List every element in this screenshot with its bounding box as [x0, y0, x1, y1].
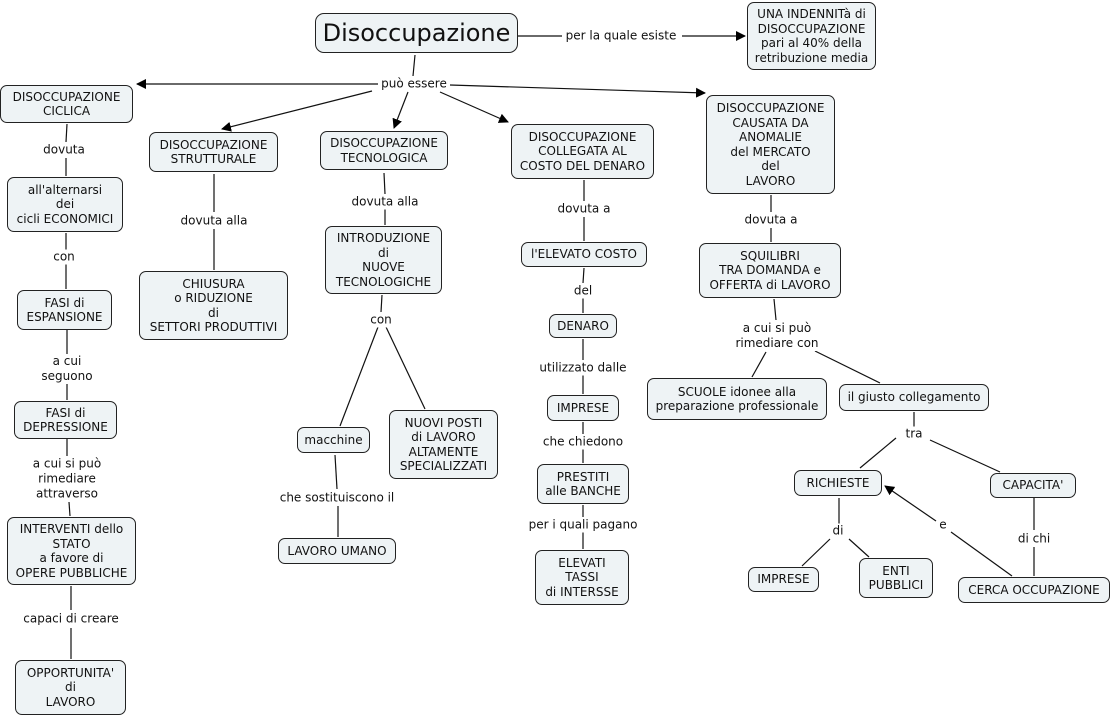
- link-label-per-i-quali-pagano: per i quali pagano: [526, 517, 640, 533]
- node-giusto-collegamento[interactable]: il giusto collegamento: [839, 384, 989, 411]
- link-label-utilizzato-dalle: utilizzato dalle: [537, 360, 629, 376]
- node-disoccupazione-costo-denaro[interactable]: DISOCCUPAZIONE COLLEGATA AL COSTO DEL DE…: [511, 124, 654, 179]
- link-label-rimediare-con: a cui si può rimediare con: [733, 321, 821, 351]
- link-label-e: e: [937, 517, 949, 533]
- node-elevato-costo[interactable]: l'ELEVATO COSTO: [521, 242, 647, 267]
- node-alternarsi-cicli[interactable]: all'alternarsi dei cicli ECONOMICI: [7, 177, 123, 232]
- node-richieste[interactable]: RICHIESTE: [794, 470, 882, 496]
- node-cerca-occupazione[interactable]: CERCA OCCUPAZIONE: [958, 577, 1110, 603]
- node-opportunita-lavoro[interactable]: OPPORTUNITA' di LAVORO: [15, 660, 126, 715]
- node-squilibri[interactable]: SQUILIBRI TRA DOMANDA e OFFERTA di LAVOR…: [699, 243, 841, 298]
- node-disoccupazione-anomalie[interactable]: DISOCCUPAZIONE CAUSATA DA ANOMALIE del M…: [706, 95, 835, 194]
- node-fasi-espansione[interactable]: FASI di ESPANSIONE: [17, 290, 112, 330]
- link-label-con: con: [51, 249, 77, 265]
- link-label-a-cui-seguono: a cui seguono: [39, 354, 95, 384]
- node-imprese-lavoro[interactable]: IMPRESE: [748, 567, 819, 592]
- link-label-di-chi: di chi: [1015, 531, 1053, 547]
- node-chiusura-settori[interactable]: CHIUSURA o RIDUZIONE di SETTORI PRODUTTI…: [139, 271, 288, 340]
- node-lavoro-umano[interactable]: LAVORO UMANO: [278, 538, 396, 564]
- link-label-rimediare-attraverso: a cui si può rimediare attraverso: [30, 456, 104, 502]
- node-indennita[interactable]: UNA INDENNITà di DISOCCUPAZIONE pari al …: [747, 2, 876, 70]
- node-macchine[interactable]: macchine: [297, 427, 370, 453]
- node-denaro[interactable]: DENARO: [549, 314, 617, 338]
- link-label-sostituiscono: che sostituiscono il: [277, 490, 397, 506]
- link-label-puo-essere: può essere: [379, 76, 449, 92]
- link-label-del: del: [571, 283, 595, 299]
- link-label-con-tecnologie: con: [368, 312, 394, 328]
- node-disoccupazione-tecnologica[interactable]: DISOCCUPAZIONE TECNOLOGICA: [320, 131, 448, 170]
- link-label-dovuta-alla-tecnologica: dovuta alla: [349, 194, 421, 210]
- node-imprese-finanza[interactable]: IMPRESE: [547, 395, 619, 421]
- link-label-dovuta-a-costo: dovuta a: [555, 201, 613, 217]
- link-label-che-chiedono: che chiedono: [540, 434, 626, 450]
- link-label-per-la-quale: per la quale esiste: [563, 28, 679, 44]
- link-label-tra: tra: [903, 426, 925, 442]
- link-label-di: di: [830, 523, 846, 539]
- node-elevati-tassi[interactable]: ELEVATI TASSI di INTERSSE: [535, 550, 629, 605]
- node-fasi-depressione[interactable]: FASI di DEPRESSIONE: [14, 401, 117, 439]
- node-capacita[interactable]: CAPACITA': [990, 473, 1076, 498]
- link-label-dovuta-a-anomalie: dovuta a: [742, 212, 800, 228]
- node-introduzione-tecnologie[interactable]: INTRODUZIONE di NUOVE TECNOLOGICHE: [325, 226, 442, 294]
- link-label-dovuta: dovuta: [41, 142, 87, 158]
- link-label-dovuta-alla-strutturale: dovuta alla: [178, 213, 250, 229]
- node-disoccupazione-strutturale[interactable]: DISOCCUPAZIONE STRUTTURALE: [149, 132, 278, 172]
- node-interventi-stato[interactable]: INTERVENTI dello STATO a favore di OPERE…: [7, 517, 136, 585]
- link-label-capaci-di-creare: capaci di creare: [21, 611, 121, 627]
- node-nuovi-posti[interactable]: NUOVI POSTI di LAVORO ALTAMENTE SPECIALI…: [389, 410, 498, 479]
- node-prestiti-banche[interactable]: PRESTITI alle BANCHE: [537, 464, 629, 504]
- node-enti-pubblici[interactable]: ENTI PUBBLICI: [859, 558, 933, 598]
- node-disoccupazione-ciclica[interactable]: DISOCCUPAZIONE CICLICA: [0, 85, 133, 123]
- root-node-disoccupazione[interactable]: Disoccupazione: [315, 13, 518, 53]
- node-scuole[interactable]: SCUOLE idonee alla preparazione professi…: [647, 378, 827, 420]
